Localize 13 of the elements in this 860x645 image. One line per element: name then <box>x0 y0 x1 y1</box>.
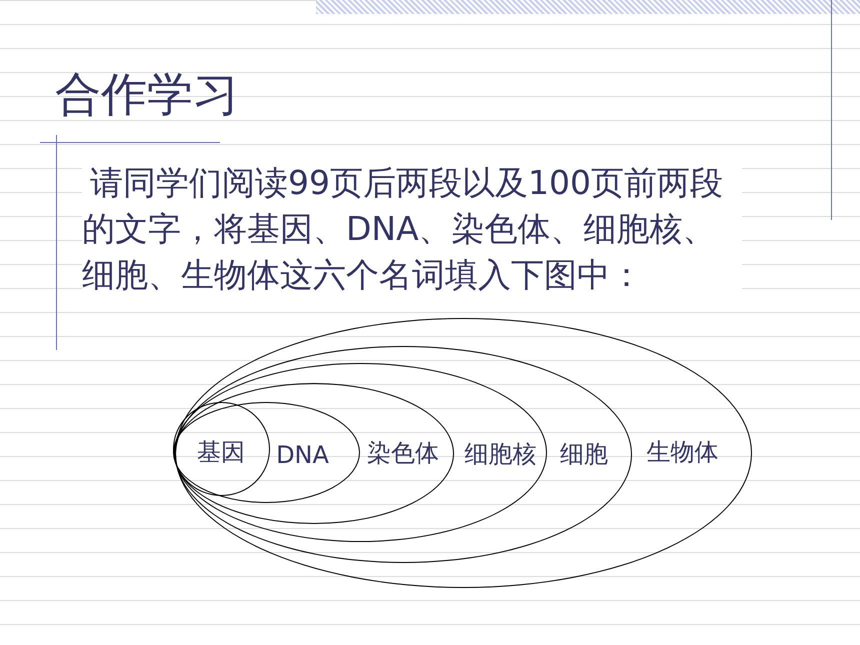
ellipse <box>172 402 270 496</box>
node-label: 染色体 <box>367 438 439 468</box>
node-label: 基因 <box>197 437 245 467</box>
ellipse <box>175 318 752 588</box>
ellipse <box>174 346 632 562</box>
ellipse <box>174 382 454 524</box>
node-label: 细胞核 <box>464 438 536 468</box>
slide-title: 合作学习 <box>55 66 239 123</box>
node-label: DNA <box>276 440 329 470</box>
node-label: 细胞 <box>560 439 608 469</box>
ellipse <box>173 402 360 503</box>
ellipse <box>174 363 547 542</box>
node-label: 生物体 <box>646 436 718 466</box>
